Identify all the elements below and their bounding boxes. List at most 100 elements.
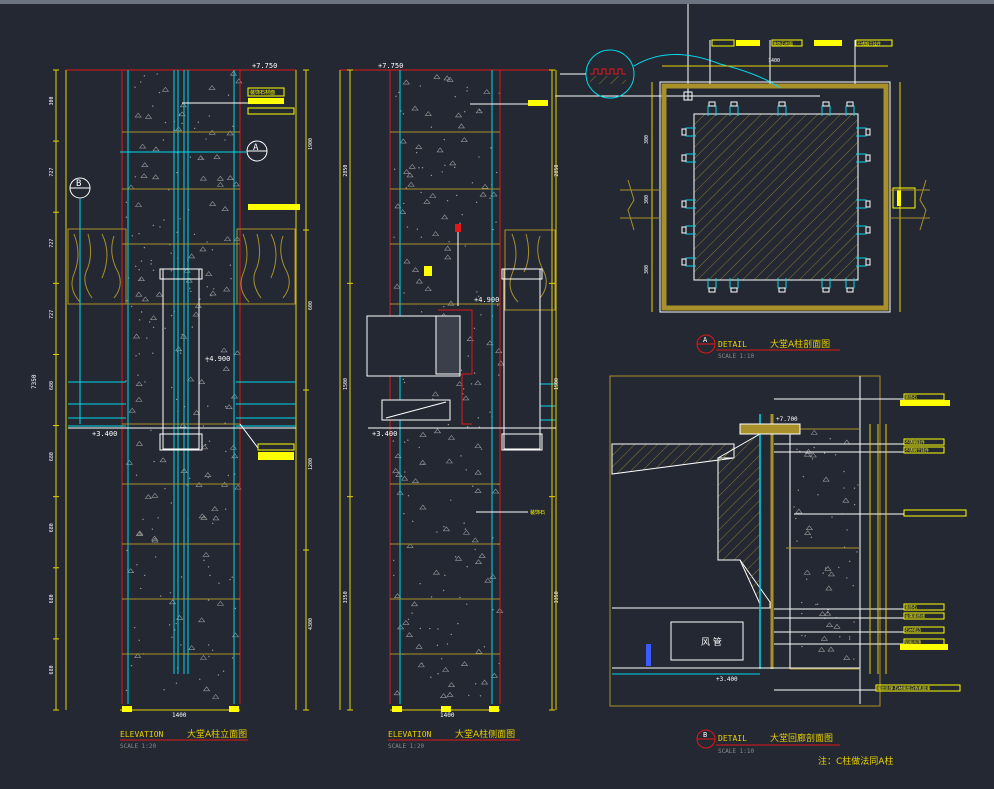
stone-speck: [179, 218, 181, 220]
side-level-floor: +3.400: [372, 430, 397, 438]
detail-b-beam: [717, 433, 761, 605]
stone-speck: [176, 171, 178, 174]
stone-speck: [443, 75, 451, 81]
detail-a-top-dim: 1400: [662, 58, 888, 67]
stone-speck: [795, 517, 797, 520]
stone-speck: [136, 530, 144, 536]
stone-speck: [208, 85, 216, 90]
stone-speck: [415, 643, 423, 649]
stone-speck: [407, 495, 410, 497]
stone-speck: [443, 138, 446, 141]
stone-speck: [162, 139, 165, 141]
clip-bolt: [778, 101, 786, 107]
stone-speck: [411, 105, 419, 111]
stone-speck: [467, 355, 469, 357]
clip-bolt: [681, 226, 687, 234]
stone-speck: [818, 611, 827, 616]
stone-speck: [155, 291, 163, 297]
stone-speck: [457, 622, 459, 625]
stone-speck: [450, 499, 452, 501]
stone-speck: [838, 566, 840, 569]
stone-speck: [403, 512, 405, 515]
stone-speck: [198, 379, 206, 384]
stone-speck: [454, 95, 456, 98]
stone-speck: [128, 407, 136, 413]
stone-speck: [143, 75, 146, 77]
stone-speck: [231, 576, 233, 578]
stone-speck: [445, 458, 453, 464]
note-text: 石材收边: [905, 627, 921, 633]
stone-speck: [471, 182, 474, 184]
stone-speck: [159, 595, 162, 597]
cad-drawing-sheet[interactable]: A B +7.750 +3.400 +4.900 装饰石材面 3: [0, 4, 994, 789]
stone-speck: [447, 423, 450, 426]
stone-speck: [475, 108, 483, 114]
stone-speck: [852, 584, 854, 587]
stone-speck: [473, 372, 476, 374]
stone-speck: [189, 477, 191, 480]
stone-speck: [436, 147, 444, 153]
stone-speck: [411, 612, 413, 614]
stone-speck: [174, 346, 183, 352]
stone-speck: [796, 540, 798, 542]
stone-speck: [825, 585, 833, 591]
stone-speck: [150, 259, 153, 262]
stone-speck: [843, 439, 851, 445]
stone-speck: [140, 311, 143, 313]
stone-speck: [220, 347, 228, 353]
elevation-overall-dim: 7350: [31, 374, 38, 389]
stone-speck: [459, 596, 461, 599]
detail-a-title-cn: 大堂A柱剖面图: [770, 338, 830, 350]
stone-speck: [232, 181, 240, 187]
stone-speck: [201, 157, 203, 159]
stone-speck: [171, 636, 173, 639]
stone-speck: [152, 224, 154, 227]
stone-speck: [432, 569, 441, 575]
stone-speck: [227, 94, 230, 96]
level-floor-elevation: +3.400: [92, 430, 117, 438]
stone-speck: [490, 147, 492, 149]
stone-speck: [489, 411, 491, 413]
note-box: [903, 603, 945, 611]
detail-b-scale: SCALE 1:10: [718, 748, 755, 755]
detail-b-marker: B: [703, 731, 707, 739]
stone-speck: [226, 130, 234, 136]
note-stone-tag: 装饰石材面: [182, 87, 295, 115]
section-marker-b[interactable]: B: [69, 177, 91, 424]
stone-speck: [833, 623, 841, 629]
stone-speck: [175, 398, 178, 401]
dim-label: 3350: [554, 591, 560, 603]
elevation-scale: SCALE 1:20: [120, 743, 157, 750]
stone-speck: [140, 81, 142, 83]
stone-speck: [403, 441, 406, 443]
stone-speck: [139, 143, 147, 149]
note-text: 金属装饰线: [905, 613, 925, 619]
stone-speck: [440, 214, 449, 220]
stone-speck: [135, 440, 144, 446]
stone-speck: [170, 314, 173, 317]
detail-b-title-cn: 大堂回廊剖面图: [770, 732, 833, 744]
stone-speck: [138, 269, 140, 271]
stone-speck: [192, 311, 200, 317]
section-marker-a[interactable]: A: [120, 140, 268, 162]
stone-speck: [492, 609, 494, 611]
stone-speck: [192, 409, 201, 415]
dim-label: 680: [49, 665, 55, 674]
stone-speck: [483, 89, 491, 94]
stone-speck: [200, 515, 208, 520]
stone-speck: [207, 405, 209, 407]
stone-speck: [474, 683, 477, 685]
stone-speck: [463, 522, 465, 524]
stone-speck: [151, 535, 159, 541]
stone-speck: [403, 381, 406, 384]
stone-speck: [454, 555, 463, 561]
clip-bolt: [681, 200, 687, 208]
stone-speck: [143, 246, 146, 249]
stone-speck: [461, 214, 463, 216]
detail-a-marker: A: [703, 336, 708, 344]
stone-speck: [824, 610, 832, 616]
stone-speck: [460, 137, 468, 142]
stone-speck: [141, 296, 149, 302]
note-box: [903, 446, 945, 454]
